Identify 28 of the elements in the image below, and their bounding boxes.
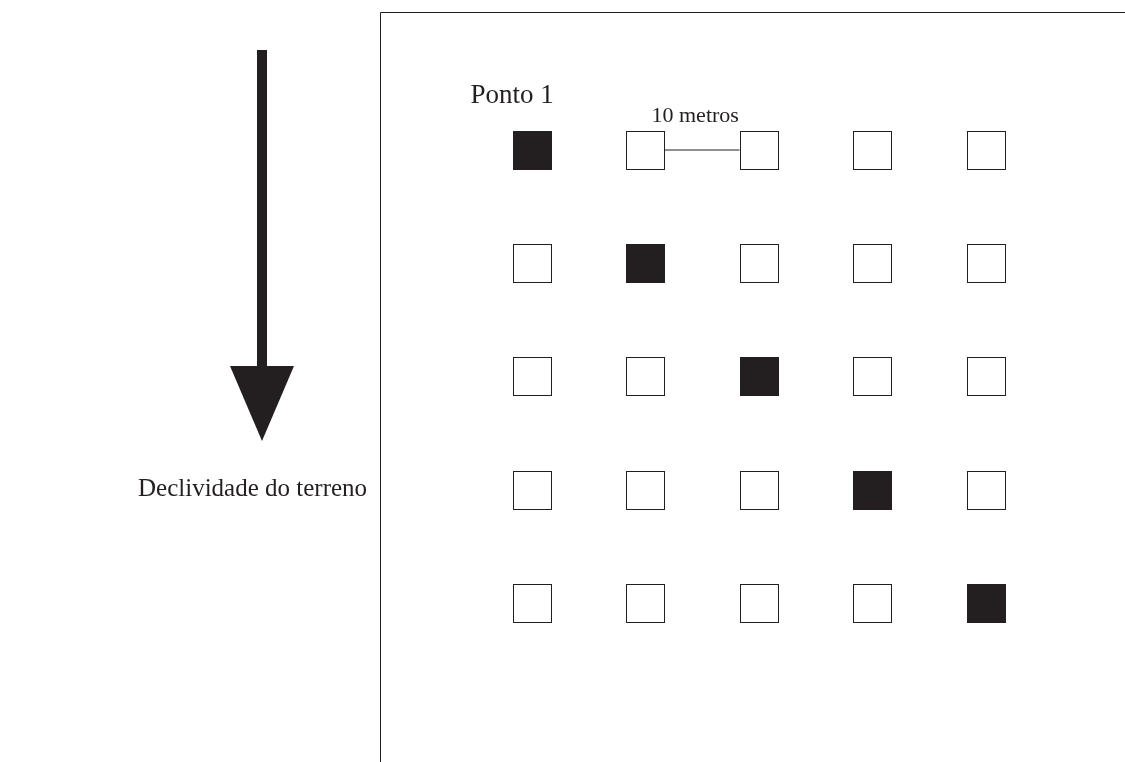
- empty-square: [966, 130, 1006, 170]
- filled-square: [739, 356, 779, 396]
- empty-square: [852, 130, 892, 170]
- empty-square: [512, 356, 552, 396]
- empty-square: [625, 356, 665, 396]
- empty-square: [852, 583, 892, 623]
- point-label: Ponto 1: [470, 78, 554, 110]
- empty-square: [625, 583, 665, 623]
- filled-square: [512, 130, 552, 170]
- empty-square: [739, 243, 779, 283]
- empty-square: [852, 243, 892, 283]
- empty-square: [739, 470, 779, 510]
- empty-square: [739, 130, 779, 170]
- empty-square: [625, 130, 665, 170]
- connector-line: [664, 149, 740, 151]
- empty-square: [739, 583, 779, 623]
- filled-square: [625, 243, 665, 283]
- filled-square: [852, 470, 892, 510]
- empty-square: [852, 356, 892, 396]
- empty-square: [966, 470, 1006, 510]
- empty-square: [625, 470, 665, 510]
- empty-square: [512, 583, 552, 623]
- filled-square: [966, 583, 1006, 623]
- empty-square: [512, 470, 552, 510]
- slope-label: Declividade do terreno: [138, 474, 368, 502]
- empty-square: [512, 243, 552, 283]
- empty-square: [966, 356, 1006, 396]
- empty-square: [966, 243, 1006, 283]
